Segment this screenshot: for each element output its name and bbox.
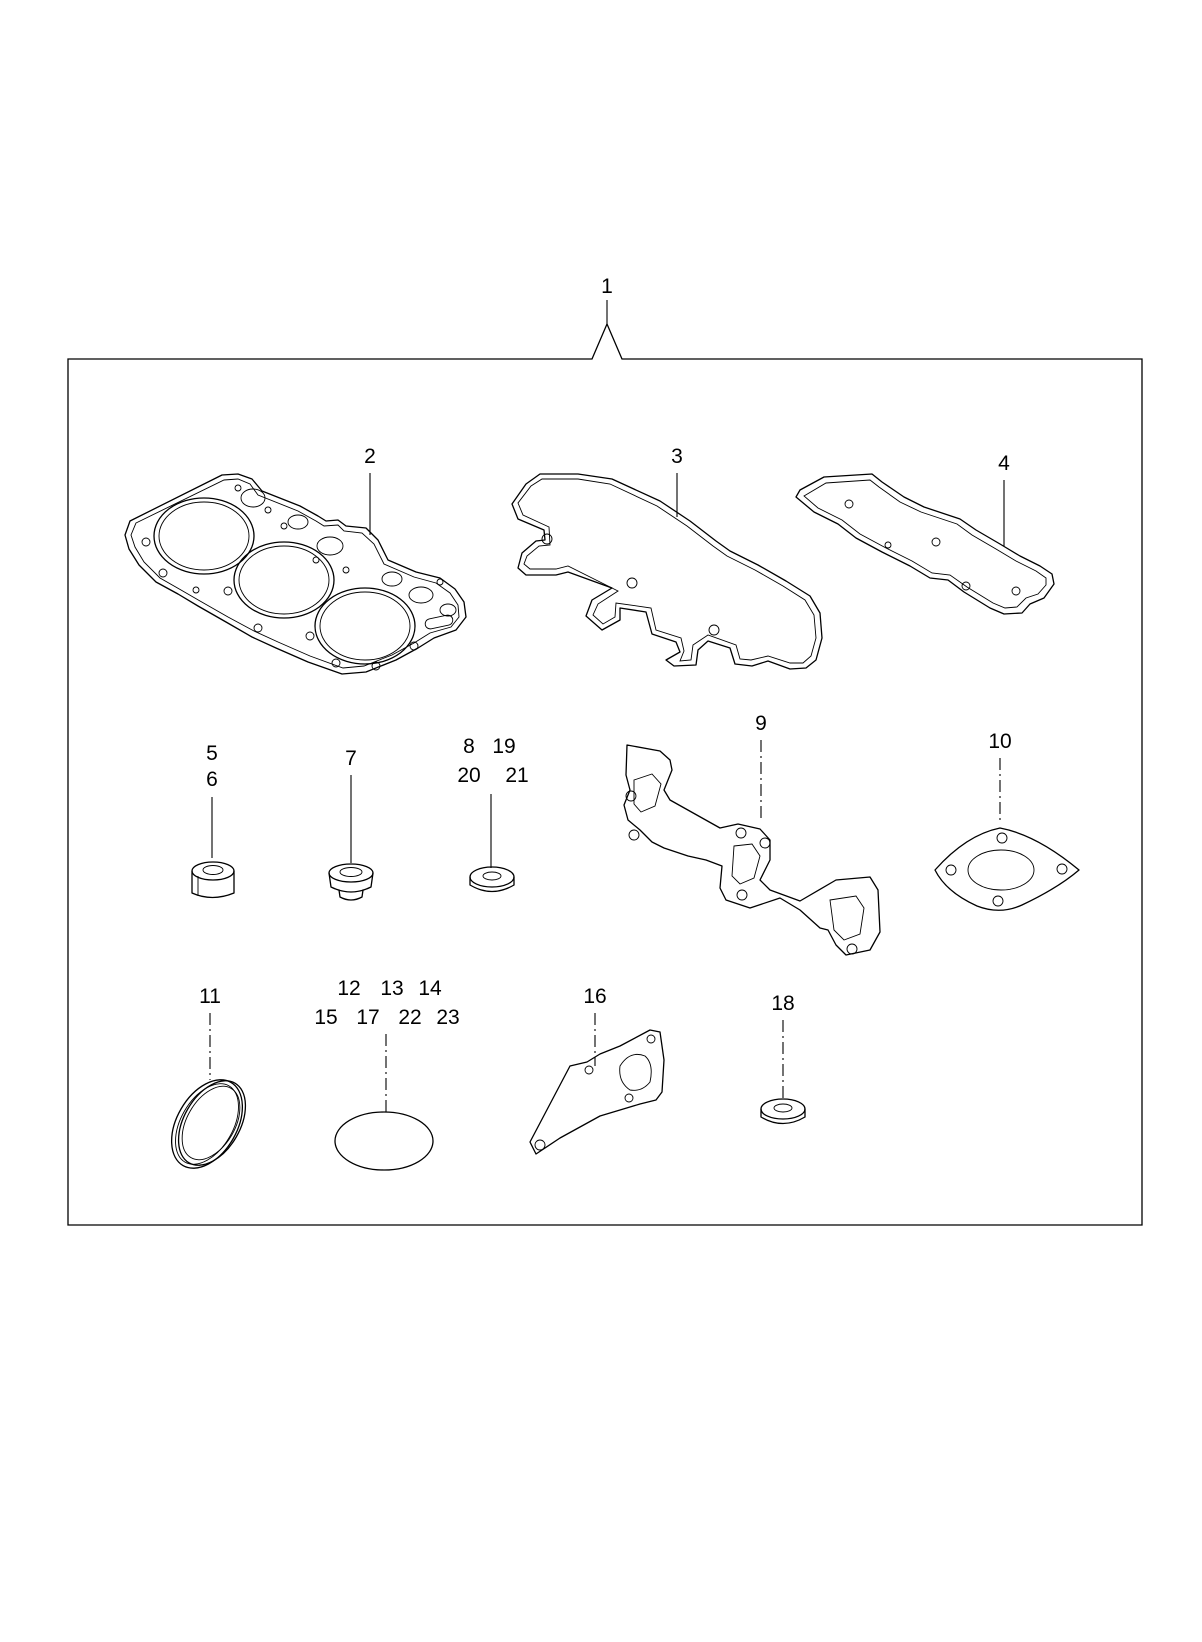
callout-8: 8 <box>463 735 475 758</box>
washer-seal <box>469 866 515 893</box>
callout-9: 9 <box>755 712 767 735</box>
callout-23: 23 <box>436 1006 459 1029</box>
callout-16: 16 <box>583 985 606 1008</box>
callout-21: 21 <box>505 764 528 787</box>
callout-6: 6 <box>206 768 218 791</box>
callout-10: 10 <box>988 730 1011 753</box>
callout-labels: 1 2 3 4 5 6 7 8 19 20 21 9 10 11 12 13 1… <box>199 275 1012 1029</box>
callout-7: 7 <box>345 747 357 770</box>
callout-14: 14 <box>418 977 442 1000</box>
manifold-gasket <box>623 744 881 956</box>
callout-2: 2 <box>364 445 376 468</box>
kit-frame <box>67 300 1143 1226</box>
callout-3: 3 <box>671 445 683 468</box>
callout-18: 18 <box>771 992 794 1015</box>
water-pump-gasket <box>529 1029 665 1155</box>
flange-gasket <box>934 827 1080 911</box>
disc-gasket <box>334 1111 434 1171</box>
grommet-seal <box>328 863 374 901</box>
small-washer-seal <box>760 1098 806 1125</box>
callout-15: 15 <box>314 1006 337 1029</box>
callout-5: 5 <box>206 742 218 765</box>
valve-stem-seal <box>191 861 235 899</box>
callout-11: 11 <box>199 985 221 1008</box>
valve-cover-gasket <box>511 473 823 670</box>
cylinder-head-gasket <box>124 473 467 675</box>
leader-lines <box>209 473 1005 1113</box>
callout-19: 19 <box>492 735 515 758</box>
callout-1: 1 <box>601 275 613 298</box>
callout-22: 22 <box>398 1006 421 1029</box>
callout-17: 17 <box>356 1006 379 1029</box>
callout-20: 20 <box>457 764 480 787</box>
callout-12: 12 <box>337 977 360 1000</box>
o-ring <box>170 1079 247 1169</box>
callout-4: 4 <box>998 452 1010 475</box>
callout-13: 13 <box>380 977 403 1000</box>
rocker-cover-gasket <box>795 473 1055 615</box>
